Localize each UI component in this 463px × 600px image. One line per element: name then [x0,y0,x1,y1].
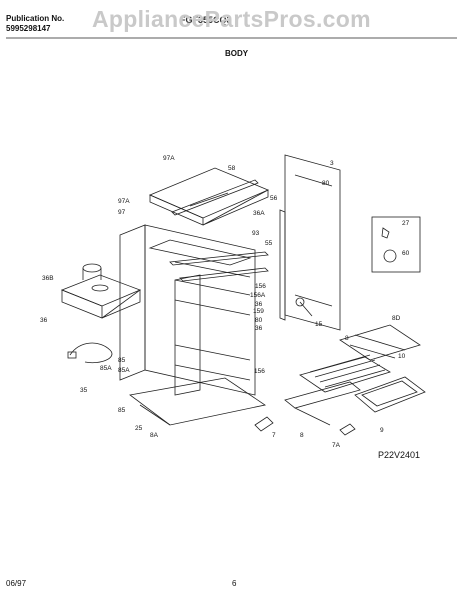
callout-18: 36 [40,317,48,324]
callout-28: 35 [80,387,88,394]
broiler-pan [354,376,426,413]
callout-10: 27 [402,220,410,227]
model-number: FGF355CQ3 [180,15,232,25]
callout-15: 36 [255,301,263,308]
callout-33: 7A [332,442,341,449]
back-panel [284,154,341,331]
callout-21: 85A [100,365,112,372]
callout-16: 159 [253,308,264,315]
callout-22: 80 [255,317,263,324]
callout-14: 156A [250,292,266,299]
callout-25: 10 [398,353,406,360]
publication-label: Publication No. [6,14,65,23]
callout-17: 15 [315,321,323,328]
callout-24: 8D [392,315,401,322]
drawer-panel [284,381,361,409]
diagram-code: P22V2401 [378,450,421,460]
callout-23: 36 [255,325,263,332]
callout-19: 85 [118,357,126,364]
callout-2: 3 [330,160,334,167]
callout-0: 97A [163,155,175,162]
footer-page: 6 [232,579,237,588]
callout-9: 55 [265,240,273,247]
callout-31: 8A [150,432,159,439]
side-strip [279,209,286,321]
callout-20: 85A [118,367,130,374]
leveler-leg [254,416,274,432]
callout-32: 7 [272,432,276,439]
callout-35: 9 [380,427,384,434]
callout-11: 60 [402,250,410,257]
watermark: AppliancePartsPros.com [92,6,371,32]
callout-12: 36B [42,275,54,282]
top-rail [171,179,259,216]
callout-27: 156 [254,368,265,375]
top-panel [148,167,270,219]
oven-rack-frame [339,324,421,361]
callouts: 97A 58 3 80 56 36A 97A 97 93 55 27 60 36… [40,155,410,449]
callout-34: 8 [300,432,304,439]
diagram-lines [60,154,426,436]
callout-7: 97 [118,209,126,216]
broiler-grid [299,356,391,393]
callout-3: 80 [322,180,330,187]
callout-6: 97A [118,198,130,205]
callout-1: 58 [228,165,236,172]
callout-8: 93 [252,230,260,237]
bottom-pan [129,377,267,426]
callout-5: 36A [253,210,265,217]
callout-30: 25 [135,425,143,432]
leveler-leg-b [339,423,356,436]
callout-13: 156 [255,283,266,290]
screw-clip [295,297,305,307]
inset-box [371,216,421,273]
callout-26: 8 [345,335,349,342]
publication-number: 5995298147 [6,24,51,33]
power-cord [69,342,113,364]
footer-date: 06/97 [6,579,27,588]
section-title: BODY [225,49,249,58]
callout-29: 85 [118,407,126,414]
callout-4: 56 [270,195,278,202]
